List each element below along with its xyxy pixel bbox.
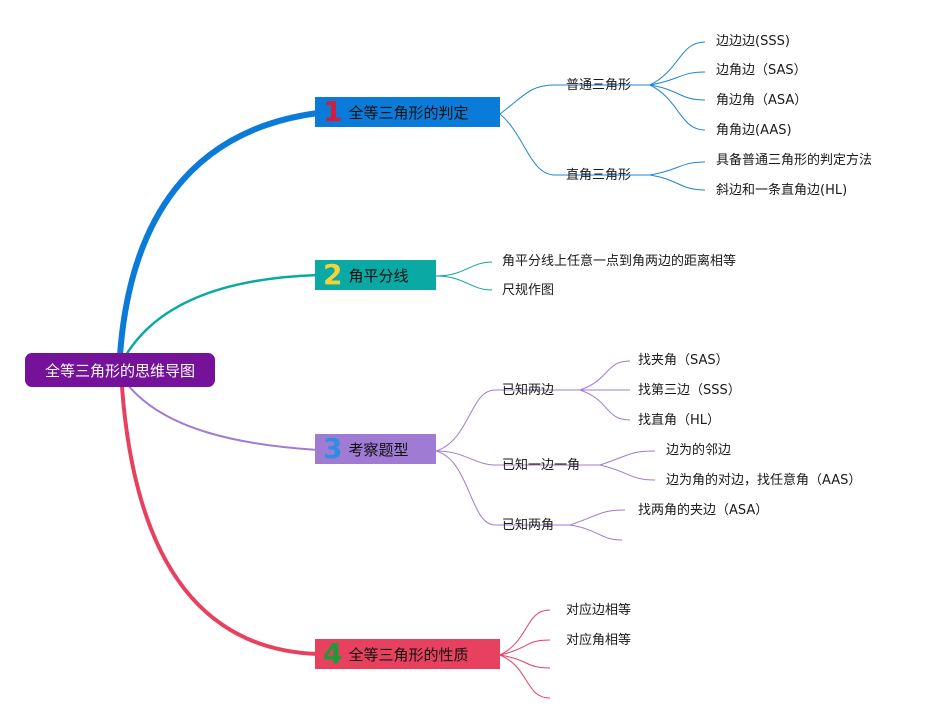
connector-b4-item2 (499, 639, 551, 656)
sub-node-1-2[interactable]: 直角三角形 (566, 168, 632, 183)
leaf-3-1-2[interactable]: 找第三边（SSS） (638, 383, 741, 398)
leaf-4-1[interactable]: 对应边相等 (566, 603, 632, 618)
connector-root-b4 (120, 385, 320, 656)
connector-s31-i1 (579, 360, 631, 391)
sub-node-1-1[interactable]: 普通三角形 (566, 78, 632, 93)
connector-root-b1 (117, 110, 321, 358)
connector-s32-i2 (599, 464, 656, 481)
leaf-2-1[interactable]: 角平分线上任意一点到角两边的距离相等 (502, 254, 737, 269)
leaf-1-2-1[interactable]: 具备普通三角形的判定方法 (716, 153, 873, 168)
sub-node-3-2[interactable]: 已知一边一角 (502, 458, 581, 473)
branch-label-2: 角平分线 (348, 266, 409, 285)
connector-sub2-item2 (649, 174, 706, 191)
connector-b2-item2 (435, 275, 493, 291)
branch-node-4[interactable]: 4 全等三角形的性质 (315, 639, 500, 669)
connector-b3-sub3 (435, 450, 570, 526)
branch-label-3: 考察题型 (348, 440, 409, 459)
root-node[interactable]: 全等三角形的思维导图 (25, 353, 215, 387)
leaf-1-1-3[interactable]: 角边角（ASA） (716, 93, 808, 108)
branch-number-3: 3 (323, 432, 343, 465)
branch-label-4: 全等三角形的性质 (348, 645, 469, 664)
leaf-1-1-4[interactable]: 角角边(AAS) (716, 123, 792, 138)
branch-node-2[interactable]: 2 角平分线 (315, 260, 436, 290)
leaf-1-1-1[interactable]: 边边边(SSS) (716, 34, 790, 49)
connector-b3-sub2 (435, 450, 600, 466)
branch-node-1[interactable]: 1 全等三角形的判定 (315, 97, 500, 127)
connector-s33-i2 (569, 524, 623, 541)
connector-b4-item3 (499, 654, 551, 669)
connector-b4-item4 (499, 654, 551, 699)
branch-label-1: 全等三角形的判定 (348, 103, 469, 122)
leaf-3-3-1[interactable]: 找两角的夹边（ASA） (638, 503, 769, 518)
connector-b1-sub2 (499, 113, 650, 176)
branch-node-3[interactable]: 3 考察题型 (315, 434, 436, 464)
root-label: 全等三角形的思维导图 (44, 361, 195, 380)
connector-sub1-item4 (649, 84, 706, 131)
leaf-3-1-1[interactable]: 找夹角（SAS） (638, 353, 729, 368)
connector-root-b3 (127, 384, 319, 451)
leaf-1-2-2[interactable]: 斜边和一条直角边(HL) (716, 183, 848, 198)
connector-sub1-item2 (649, 71, 706, 86)
connector-sub1-item3 (649, 84, 706, 101)
connector-root-b2 (124, 273, 319, 356)
sub-node-3-3[interactable]: 已知两角 (502, 518, 555, 533)
connector-sub1-item1 (649, 41, 706, 86)
connector-b3-sub1 (435, 389, 580, 452)
sub-node-3-1[interactable]: 已知两边 (502, 383, 555, 398)
connector-s33-i1 (569, 509, 626, 526)
leaf-4-2[interactable]: 对应角相等 (566, 633, 632, 648)
leaf-3-2-2[interactable]: 边为角的对边，找任意角（AAS） (666, 473, 862, 488)
leaf-3-1-3[interactable]: 找直角（HL） (638, 413, 721, 428)
connector-s31-i3 (579, 389, 631, 421)
branch-number-4: 4 (323, 637, 343, 670)
leaf-3-2-1[interactable]: 边为的邻边 (666, 443, 732, 458)
branch-number-1: 1 (323, 95, 343, 128)
branch-number-2: 2 (323, 258, 343, 291)
leaf-1-1-2[interactable]: 边角边（SAS） (716, 63, 807, 78)
connector-sub2-item1 (649, 161, 706, 176)
connector-s32-i1 (599, 450, 656, 466)
connector-b2-item1 (435, 261, 493, 277)
connector-b1-sub1 (499, 84, 650, 115)
connector-b4-item1 (499, 609, 551, 656)
leaf-2-2[interactable]: 尺规作图 (502, 283, 555, 298)
